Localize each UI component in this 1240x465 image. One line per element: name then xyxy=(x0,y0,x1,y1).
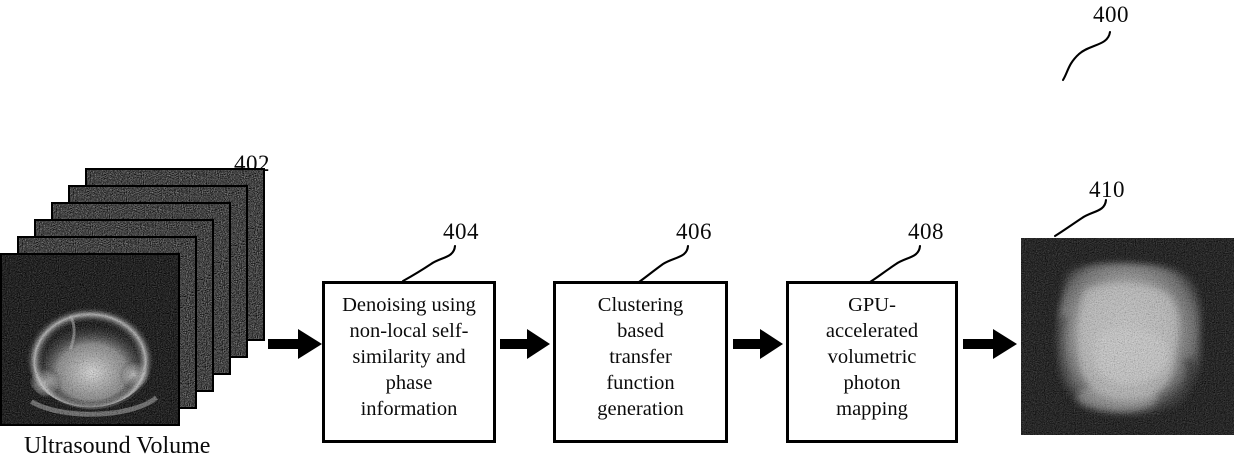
step2-reference-number: 406 xyxy=(676,219,712,244)
step3-reference-number: 408 xyxy=(908,219,944,244)
cluster-line-1: Clustering xyxy=(597,294,684,316)
arrow-3 xyxy=(733,329,783,359)
process-box-denoising-label: Denoising using non-local self- similari… xyxy=(325,292,493,422)
volume-slice-1-front xyxy=(0,253,180,426)
process-box-photon-mapping-label: GPU- accelerated volumetric photon mappi… xyxy=(789,292,955,422)
process-box-photon-mapping[interactable]: GPU- accelerated volumetric photon mappi… xyxy=(786,281,958,443)
denoise-line-4: phase xyxy=(385,372,433,394)
denoise-line-2: non-local self- xyxy=(349,320,469,342)
gpu-line-1: GPU- xyxy=(848,294,896,316)
process-box-denoising[interactable]: Denoising using non-local self- similari… xyxy=(322,281,496,443)
arrow-1 xyxy=(268,329,322,359)
leader-line-404 xyxy=(401,244,457,283)
gpu-line-4: photon xyxy=(843,372,901,394)
rendered-output-canvas xyxy=(1021,238,1234,435)
volume-caption: Ultrasound Volume xyxy=(24,433,211,459)
leader-line-408 xyxy=(868,244,922,284)
cluster-line-4: function xyxy=(606,372,675,394)
gpu-line-2: accelerated xyxy=(825,320,919,342)
gpu-line-3: volumetric xyxy=(827,346,917,368)
arrow-2 xyxy=(500,329,550,359)
step1-reference-number: 404 xyxy=(443,219,479,244)
process-box-clustering[interactable]: Clustering based transfer function gener… xyxy=(553,281,728,443)
denoise-line-5: information xyxy=(360,398,458,420)
rendered-output-image xyxy=(1021,238,1234,435)
denoise-line-1: Denoising using xyxy=(342,294,476,316)
cluster-line-2: based xyxy=(617,320,664,342)
arrow-4 xyxy=(963,329,1017,359)
figure-reference-number: 400 xyxy=(1093,2,1129,27)
cluster-line-3: transfer xyxy=(609,346,672,368)
ultrasound-volume-stack xyxy=(0,168,290,430)
leader-line-406 xyxy=(637,244,690,284)
leader-line-400 xyxy=(1061,30,1112,82)
gpu-line-5: mapping xyxy=(836,398,908,420)
leader-line-410 xyxy=(1053,198,1108,238)
cluster-line-5: generation xyxy=(597,398,684,420)
process-box-clustering-label: Clustering based transfer function gener… xyxy=(556,292,725,422)
denoise-line-3: similarity and xyxy=(352,346,466,368)
output-reference-number: 410 xyxy=(1089,177,1125,202)
